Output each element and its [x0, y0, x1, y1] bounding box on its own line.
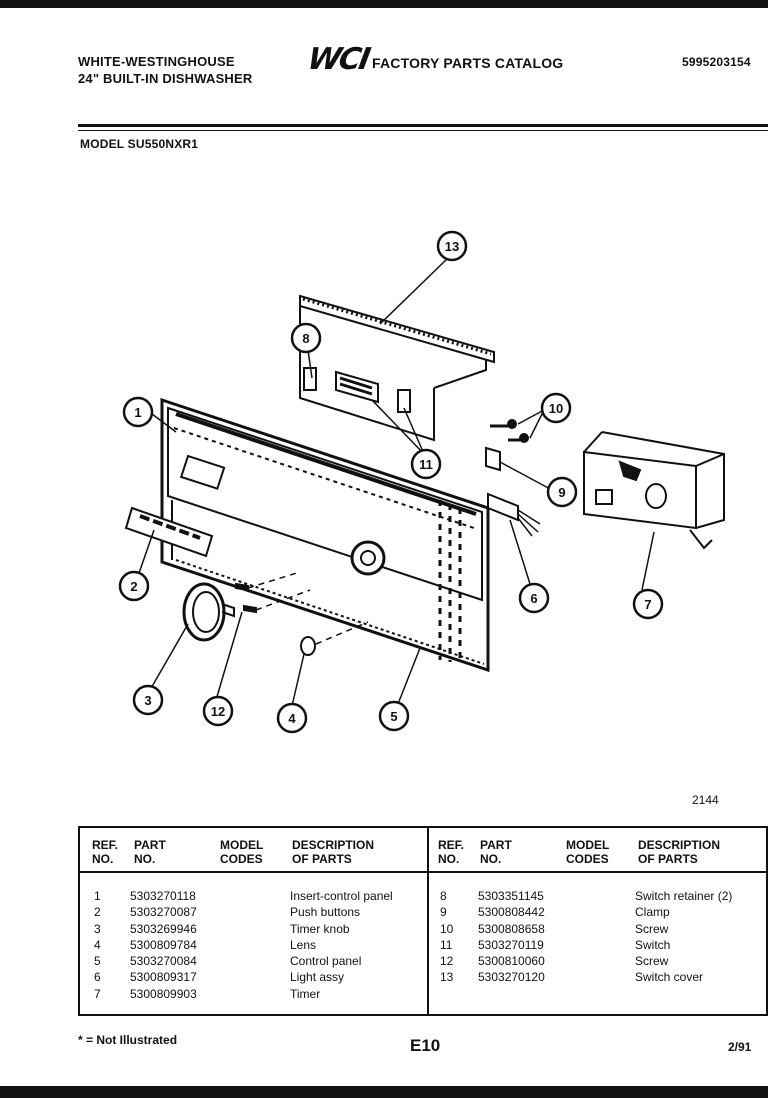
table-cell: 5300808658 — [478, 921, 545, 936]
table-cell: 5303270118 — [130, 889, 196, 903]
catalog-number: 5995203154 — [682, 55, 751, 69]
table-cell: 8 — [440, 889, 447, 903]
callout-13: 13 — [445, 239, 459, 254]
table-cell: 5300809784 — [130, 937, 197, 952]
lens-part — [300, 621, 369, 656]
switch-part — [303, 367, 411, 413]
table-cell: 6 — [94, 970, 101, 985]
switch-cover-part — [299, 294, 495, 442]
callout-5: 5 — [390, 709, 397, 724]
callout-11: 11 — [419, 457, 433, 472]
table-cell: 5303269946 — [130, 921, 197, 936]
table-cell: 13 — [440, 970, 454, 985]
callout-2: 2 — [130, 579, 137, 594]
table-cell: 5300809317 — [130, 970, 197, 985]
page-code: E10 — [410, 1036, 441, 1055]
table-cell: Timer knob — [290, 921, 350, 936]
table-cell: 5300808442 — [478, 905, 545, 920]
table-header-divider — [80, 871, 766, 873]
table-cell: Switch retainer (2) — [635, 889, 733, 903]
header-description-left: DESCRIPTION OF PARTS — [292, 838, 375, 866]
table-cell: 12 — [440, 954, 454, 969]
table-cell: 5303270087 — [130, 905, 197, 920]
timer-knob-part — [182, 582, 235, 642]
table-cell: 10 — [440, 921, 454, 936]
screws-part — [235, 571, 311, 614]
header-part-no-right: PART NO. — [480, 838, 512, 866]
table-cell: 5300809903 — [130, 986, 197, 1001]
table-cell: Switch cover — [635, 970, 704, 985]
callout-8: 8 — [302, 331, 309, 346]
callout-1: 1 — [134, 405, 141, 420]
brand-line-1: WHITE-WESTINGHOUSE — [78, 54, 235, 69]
table-cell: Timer — [290, 986, 321, 1001]
table-cell: Screw — [635, 954, 669, 969]
left-ref-column: 1 2 3 4 5 6 7 — [94, 888, 124, 1002]
right-ref-column: 8 9 10 11 12 13 — [440, 888, 474, 986]
table-cell: Insert-control panel — [290, 889, 393, 903]
push-buttons-part — [124, 506, 214, 558]
right-part-column: 5303351145 5300808442 5300808658 5303270… — [478, 888, 568, 986]
table-cell: Control panel — [290, 954, 362, 969]
table-cell: 5303270119 — [478, 937, 544, 952]
table-cell: 5300810060 — [478, 954, 545, 969]
table-cell: Light assy — [290, 970, 345, 985]
table-cell: 2 — [94, 905, 101, 920]
header-model-codes-left: MODEL CODES — [220, 838, 264, 866]
callout-12: 12 — [211, 704, 225, 719]
table-cell: Screw — [635, 921, 669, 936]
table-cell: 11 — [440, 937, 453, 952]
callout-6: 6 — [530, 591, 537, 606]
table-cell: Lens — [290, 937, 317, 952]
timer-part — [583, 431, 725, 550]
header-ref-no-left: REF. NO. — [92, 838, 119, 866]
table-cell: 5303351145 — [478, 889, 544, 903]
right-desc-column: Switch retainer (2) Clamp Screw Switch S… — [635, 888, 765, 986]
table-cell: 5 — [94, 954, 101, 969]
callout-3: 3 — [144, 693, 151, 708]
header-rule-thick — [78, 124, 768, 127]
header-ref-no-right: REF. NO. — [438, 838, 465, 866]
callout-10: 10 — [549, 401, 563, 416]
scan-edge-bottom — [0, 1086, 768, 1098]
catalog-title: FACTORY PARTS CATALOG — [372, 55, 564, 71]
table-cell: 1 — [94, 889, 101, 903]
clamp-part — [485, 419, 529, 472]
table-cell: Push buttons — [290, 905, 361, 920]
model-line: MODEL SU550NXR1 — [80, 137, 199, 151]
control-panel-part — [160, 397, 490, 673]
left-desc-column: Insert-control panel Push buttons Timer … — [290, 888, 425, 1002]
left-part-column: 5303270118 5303270087 5303269946 5300809… — [130, 888, 220, 1002]
header-rule-thin — [78, 130, 768, 131]
parts-table: REF. NO. PART NO. MODEL CODES DESCRIPTIO… — [78, 826, 768, 1016]
light-assy-part — [487, 492, 541, 537]
header-description-right: DESCRIPTION OF PARTS — [638, 838, 721, 866]
table-cell: 9 — [440, 905, 447, 920]
table-cell: 7 — [94, 986, 101, 1001]
table-cell: 5303270120 — [478, 970, 545, 985]
table-cell: 3 — [94, 921, 101, 936]
brand-line-2: 24" BUILT-IN DISHWASHER — [78, 71, 253, 86]
figure-number: 2144 — [692, 793, 719, 807]
callout-4: 4 — [288, 711, 296, 726]
header-model-codes-right: MODEL CODES — [566, 838, 610, 866]
scan-edge-top — [0, 0, 768, 8]
table-cell: Clamp — [635, 905, 670, 920]
table-cell: Switch — [635, 937, 671, 952]
callout-7: 7 — [644, 597, 651, 612]
callout-9: 9 — [558, 485, 565, 500]
header-part-no-left: PART NO. — [134, 838, 166, 866]
table-column-divider — [427, 828, 429, 1014]
not-illustrated-note: * = Not Illustrated — [78, 1033, 178, 1047]
table-cell: 5303270084 — [130, 954, 197, 969]
catalog-date: 2/91 — [728, 1040, 752, 1054]
table-cell: 4 — [94, 937, 101, 952]
